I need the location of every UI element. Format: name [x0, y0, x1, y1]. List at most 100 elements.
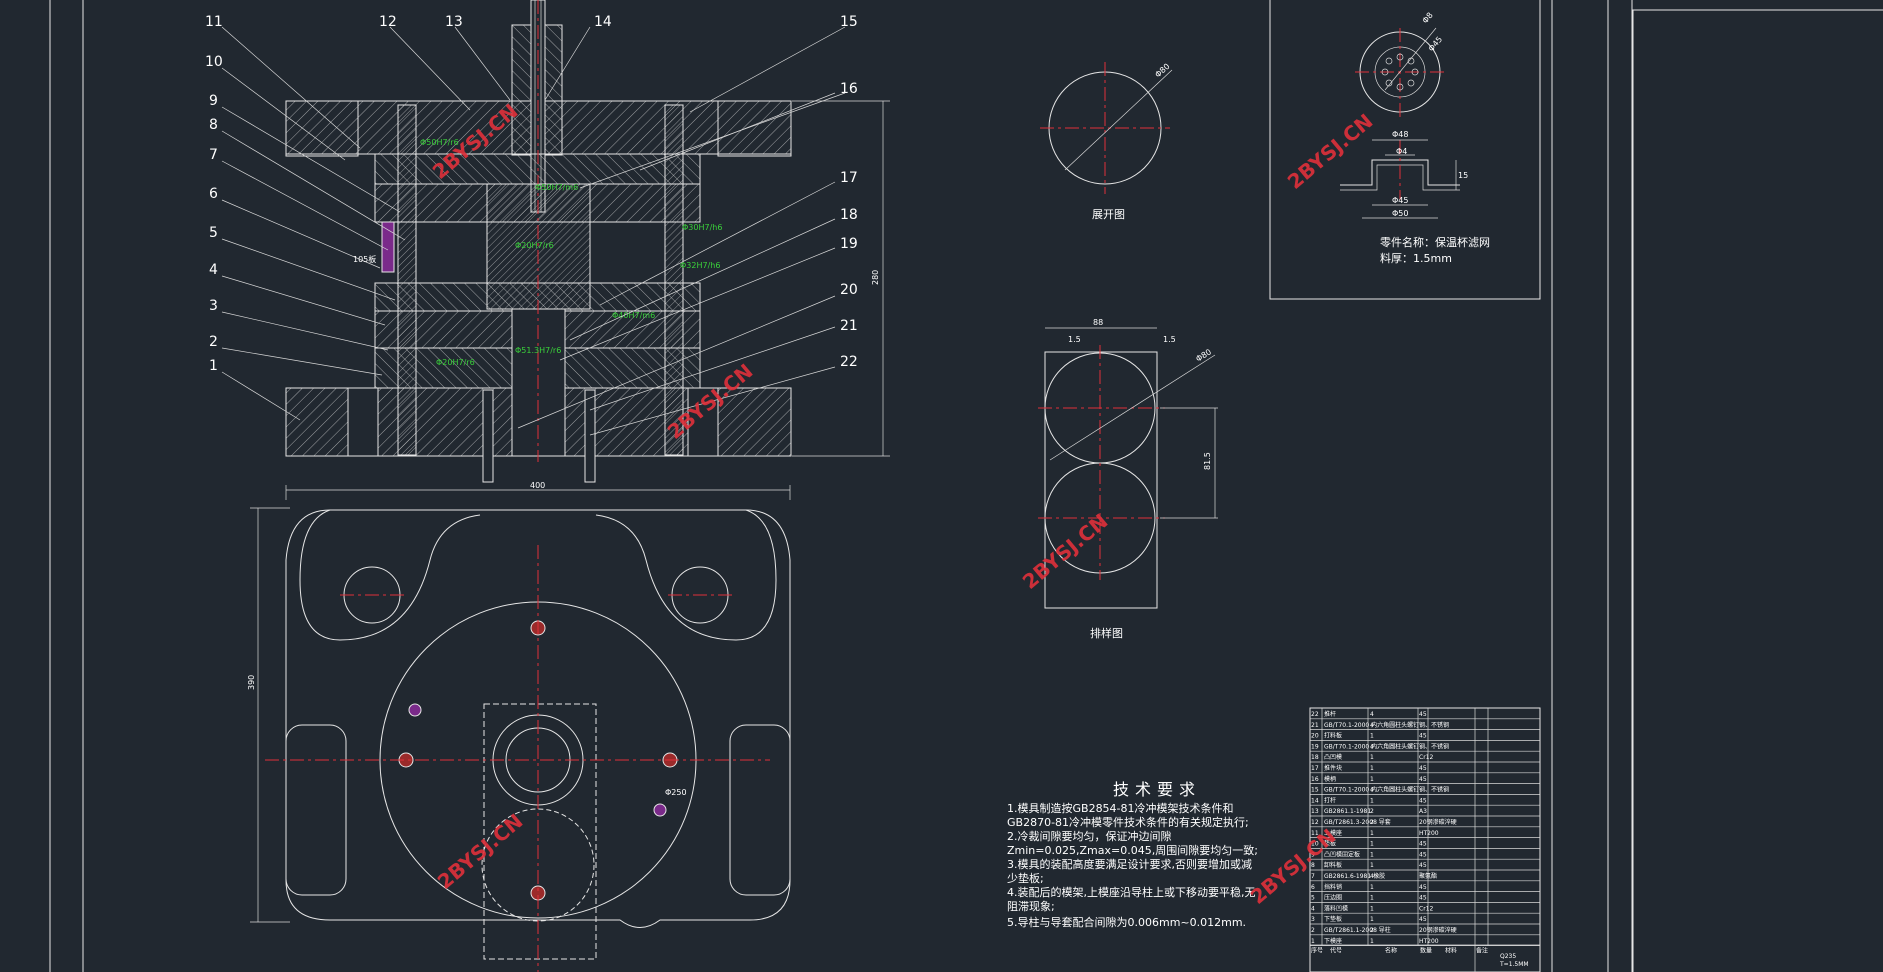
bom-cell: 2: [1370, 808, 1374, 815]
bom-cell: GB/T70.1-2000 内六角圆柱头螺钉: [1324, 742, 1419, 750]
svg-text:1.模具制造按GB2854-81冷冲模架技术条件和: 1.模具制造按GB2854-81冷冲模架技术条件和: [1007, 801, 1234, 815]
bom-cell: 1: [1370, 938, 1374, 945]
height-dimension: 280 105板: [353, 100, 890, 457]
bom-cell: 10: [1311, 841, 1319, 848]
svg-text:5.导柱与导套配合间隙为0.006mm~0.012mm.: 5.导柱与导套配合间隙为0.006mm~0.012mm.: [1007, 915, 1246, 929]
bom-header-cell: 代号: [1330, 947, 1342, 955]
svg-text:Φ20H7/r6: Φ20H7/r6: [515, 241, 554, 250]
svg-text:4: 4: [209, 262, 218, 278]
bom-cell: 20钢渗碳淬硬: [1419, 926, 1457, 934]
bom-cell: 下模座: [1324, 937, 1342, 945]
svg-text:1.5: 1.5: [1068, 335, 1081, 344]
part-callouts-top: 12 13 14 15: [379, 14, 858, 189]
svg-text:18: 18: [840, 207, 858, 223]
bom-cell: 落料凹模: [1324, 904, 1348, 912]
bom-cell: 2: [1370, 927, 1374, 934]
bom-cell: 下垫板: [1324, 915, 1342, 923]
bom-cell: 45: [1419, 711, 1427, 718]
bom-header-cell: 名称: [1385, 947, 1397, 955]
bom-cell: 1: [1370, 841, 1374, 848]
bom-cell: 45: [1419, 895, 1427, 902]
bom-cell: 1: [1311, 938, 1315, 945]
bom-cell: GB/T2861.1-2008 导柱: [1324, 926, 1391, 934]
svg-text:7: 7: [209, 147, 218, 163]
bom-cell: 7: [1311, 873, 1315, 880]
bom-cell: 4: [1370, 787, 1374, 794]
drawing-frame: [49, 0, 1883, 972]
svg-text:3.模具的装配高度要满足设计要求,否则要增加或减: 3.模具的装配高度要满足设计要求,否则要增加或减: [1007, 857, 1252, 871]
bom-cell: 4: [1370, 711, 1374, 718]
svg-text:阻滞现象;: 阻滞现象;: [1007, 900, 1055, 913]
bom-cell: HT200: [1419, 830, 1439, 837]
svg-text:2: 2: [209, 334, 218, 350]
bom-cell: GB2861.6-1981 橡胶: [1324, 872, 1385, 880]
svg-text:22: 22: [840, 354, 858, 370]
part-drawing: Φ8 Φ45 Φ48 Φ4 Φ45 Φ50 15 零件名称：保温杯滤网 料厚：1…: [1340, 11, 1490, 265]
bom-cell: 45: [1419, 797, 1427, 804]
svg-text:Q235: Q235: [1500, 953, 1516, 960]
bom-cell: GB/T2861.3-2008 导套: [1324, 818, 1391, 826]
svg-text:Φ80: Φ80: [1153, 62, 1171, 80]
bom-cell: 13: [1311, 808, 1319, 815]
bom-cell: 6: [1311, 884, 1315, 891]
bom-cell: 17: [1311, 765, 1319, 772]
svg-text:8: 8: [209, 117, 218, 133]
svg-text:4.装配后的模架,上模座沿导柱上或下移动要平稳,无: 4.装配后的模架,上模座沿导柱上或下移动要平稳,无: [1007, 885, 1256, 899]
svg-text:14: 14: [594, 14, 612, 30]
svg-text:少垫板;: 少垫板;: [1007, 871, 1044, 885]
svg-text:Φ30H7/h6: Φ30H7/h6: [682, 223, 722, 232]
bom-cell: 4: [1370, 722, 1374, 729]
plan-view: 400 390 Φ250: [247, 481, 791, 972]
svg-text:技术要求: 技术要求: [1113, 780, 1201, 799]
bom-cell: 45: [1419, 841, 1427, 848]
bom-cell: 1: [1370, 862, 1374, 869]
bom-cell: 45: [1419, 776, 1427, 783]
part-callouts-right: 16 17 18 19 20 21 22: [517, 81, 858, 436]
svg-text:10: 10: [205, 54, 223, 70]
bom-cell: 上模座: [1324, 829, 1342, 837]
bom-cell: 11: [1311, 830, 1319, 837]
bom-cell: 15: [1311, 787, 1319, 794]
bom-cell: 1: [1370, 895, 1374, 902]
bom-cell: A3: [1419, 808, 1427, 815]
svg-text:Φ45: Φ45: [1392, 196, 1408, 205]
bom-cell: 45: [1419, 862, 1427, 869]
bom-cell: 3: [1311, 916, 1315, 923]
svg-text:排样图: 排样图: [1090, 626, 1123, 640]
bom-cell: 1: [1370, 797, 1374, 804]
svg-text:Φ45: Φ45: [1427, 35, 1444, 53]
bom-cell: 1: [1370, 905, 1374, 912]
svg-text:81.5: 81.5: [1203, 452, 1212, 470]
svg-text:Φ50H7/m6: Φ50H7/m6: [535, 183, 578, 192]
svg-text:1.5: 1.5: [1163, 335, 1176, 344]
bom-cell: 45: [1419, 851, 1427, 858]
bom-cell: 钢、不锈钢: [1419, 786, 1449, 794]
bom-cell: Cr12: [1419, 754, 1433, 761]
svg-text:Φ51.3H7/r6: Φ51.3H7/r6: [515, 346, 561, 355]
svg-text:20: 20: [840, 282, 858, 298]
bom-cell: 1: [1370, 830, 1374, 837]
svg-text:17: 17: [840, 170, 858, 186]
svg-text:2BYSJ.CN: 2BYSJ.CN: [1018, 509, 1113, 594]
svg-text:展开图: 展开图: [1092, 208, 1125, 221]
bom-cell: Cr12: [1419, 905, 1433, 912]
svg-text:Φ80: Φ80: [1194, 347, 1213, 363]
svg-text:15: 15: [840, 14, 858, 30]
bom-cell: 1: [1370, 884, 1374, 891]
svg-text:88: 88: [1093, 318, 1103, 327]
bom-cell: 压边圈: [1324, 894, 1342, 902]
svg-text:料厚：1.5mm: 料厚：1.5mm: [1380, 251, 1452, 265]
technical-requirements: 技术要求 1.模具制造按GB2854-81冷冲模架技术条件和 GB2870-81…: [1007, 780, 1258, 929]
bom-cell: 4: [1370, 873, 1374, 880]
svg-text:零件名称：保温杯滤网: 零件名称：保温杯滤网: [1380, 235, 1490, 249]
bom-cell: 打料板: [1324, 732, 1342, 740]
svg-text:21: 21: [840, 318, 858, 334]
svg-text:19: 19: [840, 236, 858, 252]
bom-cell: 1: [1370, 733, 1374, 740]
svg-text:400: 400: [530, 481, 545, 490]
bom-cell: 20钢渗碳淬硬: [1419, 818, 1457, 826]
bom-cell: 钢、不锈钢: [1419, 742, 1449, 750]
svg-text:2.冷裁间隙要均匀，保证冲边间隙: 2.冷裁间隙要均匀，保证冲边间隙: [1007, 829, 1172, 843]
bom-cell: 打杆: [1324, 796, 1336, 804]
svg-text:3: 3: [209, 298, 218, 314]
